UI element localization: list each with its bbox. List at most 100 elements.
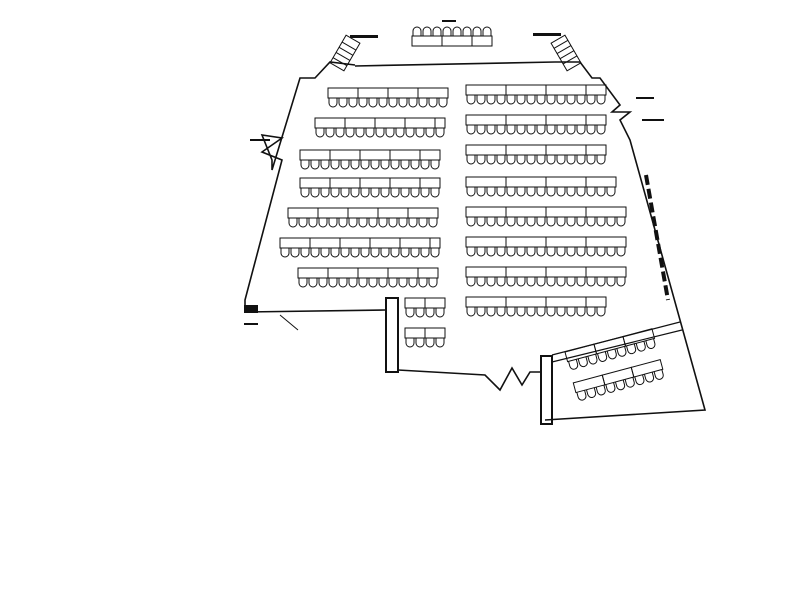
chair[interactable] [586, 155, 596, 165]
chair[interactable] [536, 155, 546, 165]
chair[interactable] [348, 218, 358, 228]
chair[interactable] [400, 160, 410, 170]
chair[interactable] [643, 371, 655, 383]
chair[interactable] [380, 160, 390, 170]
chair[interactable] [556, 95, 566, 105]
chair[interactable] [506, 187, 516, 197]
chair[interactable] [425, 308, 435, 318]
chair[interactable] [616, 277, 626, 287]
chair[interactable] [596, 217, 606, 227]
chair[interactable] [288, 218, 298, 228]
chair[interactable] [486, 95, 496, 105]
chair[interactable] [368, 98, 378, 108]
chair[interactable] [556, 307, 566, 317]
chair[interactable] [506, 277, 516, 287]
chair[interactable] [466, 307, 476, 317]
chair[interactable] [348, 278, 358, 288]
chair[interactable] [596, 277, 606, 287]
chair[interactable] [576, 155, 586, 165]
chair[interactable] [576, 125, 586, 135]
chair[interactable] [350, 248, 360, 258]
chair[interactable] [405, 338, 415, 348]
chair[interactable] [418, 278, 428, 288]
chair[interactable] [370, 160, 380, 170]
chair[interactable] [348, 98, 358, 108]
chair[interactable] [476, 155, 486, 165]
chair[interactable] [388, 218, 398, 228]
chair[interactable] [596, 95, 606, 105]
chair[interactable] [398, 278, 408, 288]
chair[interactable] [358, 278, 368, 288]
chair[interactable] [606, 277, 616, 287]
chair[interactable] [596, 155, 606, 165]
chair[interactable] [577, 356, 588, 368]
chair[interactable] [390, 160, 400, 170]
chair[interactable] [476, 187, 486, 197]
chair[interactable] [418, 98, 428, 108]
chair[interactable] [634, 374, 645, 386]
chair[interactable] [606, 247, 616, 257]
chair[interactable] [536, 125, 546, 135]
chair[interactable] [310, 160, 320, 170]
chair[interactable] [556, 125, 566, 135]
chair[interactable] [486, 125, 496, 135]
chair[interactable] [645, 338, 656, 350]
chair[interactable] [576, 247, 586, 257]
chair[interactable] [428, 278, 438, 288]
chair[interactable] [310, 248, 320, 258]
chair[interactable] [330, 248, 340, 258]
chair[interactable] [556, 247, 566, 257]
chair[interactable] [476, 307, 486, 317]
chair[interactable] [358, 218, 368, 228]
chair[interactable] [405, 128, 415, 138]
chair[interactable] [328, 98, 338, 108]
chair[interactable] [408, 218, 418, 228]
chair[interactable] [624, 377, 635, 388]
chair[interactable] [415, 128, 425, 138]
chair[interactable] [380, 188, 390, 198]
chair[interactable] [338, 218, 348, 228]
chair[interactable] [328, 278, 338, 288]
chair[interactable] [526, 217, 536, 227]
chair[interactable] [405, 308, 415, 318]
chair[interactable] [568, 359, 579, 370]
chair[interactable] [506, 307, 516, 317]
chair[interactable] [408, 98, 418, 108]
chair[interactable] [496, 155, 506, 165]
chair[interactable] [566, 217, 576, 227]
chair[interactable] [596, 187, 606, 197]
chair[interactable] [462, 26, 472, 36]
chair[interactable] [486, 247, 496, 257]
chair[interactable] [435, 338, 445, 348]
chair[interactable] [586, 95, 596, 105]
chair[interactable] [486, 187, 496, 197]
chair[interactable] [420, 248, 430, 258]
chair[interactable] [596, 247, 606, 257]
chair[interactable] [418, 218, 428, 228]
chair[interactable] [360, 188, 370, 198]
chair[interactable] [556, 155, 566, 165]
chair[interactable] [435, 128, 445, 138]
chair[interactable] [566, 125, 576, 135]
chair[interactable] [496, 247, 506, 257]
chair[interactable] [516, 307, 526, 317]
chair[interactable] [318, 218, 328, 228]
chair[interactable] [358, 98, 368, 108]
chair[interactable] [536, 247, 546, 257]
chair[interactable] [626, 343, 637, 355]
chair[interactable] [415, 338, 425, 348]
chair[interactable] [385, 128, 395, 138]
chair[interactable] [486, 155, 496, 165]
chair[interactable] [576, 217, 586, 227]
chair[interactable] [605, 382, 616, 393]
chair[interactable] [430, 248, 440, 258]
chair[interactable] [388, 278, 398, 288]
chair[interactable] [330, 188, 340, 198]
chair[interactable] [368, 278, 378, 288]
chair[interactable] [395, 128, 405, 138]
chair[interactable] [360, 248, 370, 258]
chair[interactable] [298, 218, 308, 228]
chair[interactable] [536, 307, 546, 317]
chair[interactable] [298, 278, 308, 288]
chair[interactable] [378, 98, 388, 108]
